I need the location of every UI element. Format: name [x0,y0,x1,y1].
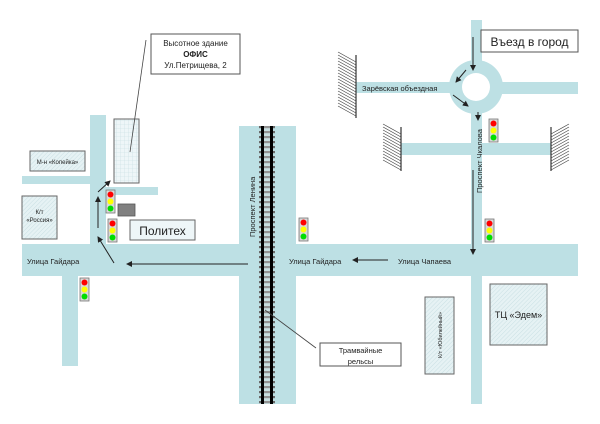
traffic-light-icon [298,217,309,242]
street-gaidara-right: Улица Гайдара [289,257,342,266]
politeh-building [129,219,196,241]
road-office-side [106,187,158,195]
street-lenina: Проспект Ленина [248,176,257,237]
road-left-vertical [90,115,106,244]
edem-mall [489,283,548,346]
road-gaidara-chapaeva [22,244,578,276]
road-zarevskaya [356,82,456,93]
yubileiny-cinema [424,296,455,375]
tram-rails-line2: рельсы [348,357,374,366]
tram-rails-callout-box [319,342,402,367]
roundabout-island [462,73,490,101]
traffic-light-icon [79,277,90,302]
office-callout-line3: Ул.Петрищева, 2 [164,61,227,70]
rossiya-cinema [21,195,58,240]
street-chkalova: Проспект Чкалова [475,128,484,193]
labels: Высотное здание ОФИС Ул.Петрищева, 2 Въе… [26,35,568,366]
traffic-light-icon [488,118,499,143]
kopeika-label: М-н «Копейка» [37,159,79,166]
street-zarevskaya: Зарёвская объездная [362,84,437,93]
rossiya-label-line2: «Россия» [26,218,53,224]
road-roundabout-east [500,82,578,94]
office-callout-box [150,33,241,75]
kopeika-store [29,150,86,172]
traffic-lights [79,118,499,302]
office-callout-line2: ОФИС [183,50,208,59]
small-building [117,203,136,217]
edem-label: ТЦ «Эдем» [495,310,542,320]
yubileiny-label: К/т «Юбилейный» [437,312,444,358]
office-building [113,118,140,184]
road-prospekt-chkalova [471,20,482,404]
roads [22,20,578,404]
traffic-light-icon [107,218,118,243]
traffic-light-icon [484,218,495,243]
office-callout-line1: Высотное здание [163,39,228,48]
route-arrow-icon [95,37,481,267]
hatched-barrier-lines [337,51,570,171]
tram-rails-line1: Трамвайные [339,346,383,355]
street-gaidara-left: Улица Гайдара [27,257,80,266]
rossiya-label-line1: К/т [36,210,44,216]
city-entry-callout-box [480,29,579,53]
road-chkalova-cross [401,143,551,155]
street-chapaeva: Улица Чапаева [398,257,452,266]
traffic-light-icon [105,189,116,214]
callouts [129,29,579,367]
tram-rails [259,126,275,404]
city-entry-label: Въезд в город [490,35,568,49]
politeh-label: Политех [139,224,186,238]
road-kopeika-side [22,176,90,184]
road-left-lower [62,276,78,366]
buildings [21,118,548,375]
